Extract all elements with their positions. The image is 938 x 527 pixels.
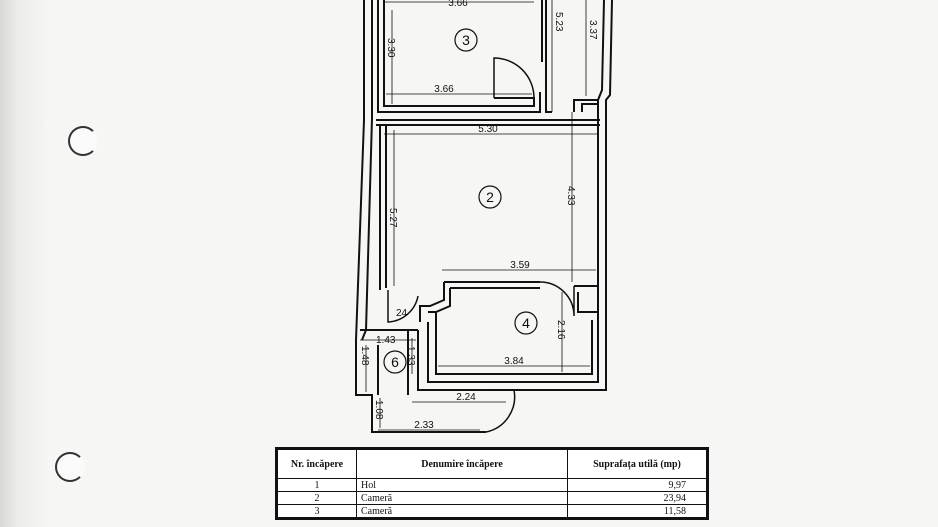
table-row: 1 Hol 9,97 <box>277 478 707 492</box>
dim-text: 24 <box>396 308 408 319</box>
header-nr: Nr. încăpere <box>277 449 357 479</box>
header-area: Suprafața utilă (mp) <box>567 449 707 479</box>
table-row: 3 Cameră 11,58 <box>277 504 707 518</box>
cell-name: Cameră <box>356 491 568 505</box>
punch-hole <box>55 452 85 482</box>
dim-text: 3.30 <box>385 38 396 58</box>
room-number-4: 4 <box>522 315 530 331</box>
dim-text: 4.33 <box>565 186 576 206</box>
dim-text: 2.33 <box>414 420 434 431</box>
dim-text: 1.43 <box>376 335 396 346</box>
dim-text: 5.30 <box>478 124 498 135</box>
door-room-4 <box>539 281 575 317</box>
table-row: 2 Cameră 23,94 <box>277 491 707 505</box>
dim-text: 3.66 <box>448 0 468 9</box>
room-number-3: 3 <box>462 32 470 48</box>
room-3-walls <box>377 0 552 113</box>
room-number-6: 6 <box>391 354 399 370</box>
dim-text: 2.24 <box>456 392 476 403</box>
dim-text: 1.48 <box>359 346 370 366</box>
cell-name: Hol <box>356 478 568 492</box>
dim-text: 2.16 <box>555 320 566 340</box>
page-edge-shadow <box>0 0 45 527</box>
header-name: Denumire încăpere <box>356 449 568 479</box>
dim-text: 5.23 <box>553 12 564 32</box>
dim-text: 3.37 <box>587 20 598 40</box>
cell-area: 11,58 <box>567 504 707 518</box>
dim-text: 3.59 <box>510 260 530 271</box>
cell-area: 9,97 <box>567 478 707 492</box>
door-room-3 <box>493 57 535 99</box>
cell-nr: 3 <box>277 504 357 518</box>
outer-wall-left <box>355 0 486 433</box>
table-header-row: Nr. încăpere Denumire încăpere Suprafața… <box>277 449 707 479</box>
door-room-2 <box>387 290 419 323</box>
room-area-table: Nr. încăpere Denumire încăpere Suprafața… <box>275 447 709 520</box>
dim-text: 1.33 <box>405 346 416 366</box>
cell-nr: 1 <box>277 478 357 492</box>
room-number-2: 2 <box>486 189 494 205</box>
door-entrance <box>485 389 516 433</box>
punch-hole <box>68 126 98 156</box>
dim-text: 5.27 <box>387 208 398 228</box>
cell-nr: 2 <box>277 491 357 505</box>
dim-text: 3.84 <box>504 356 524 367</box>
dim-text: 3.66 <box>434 84 454 95</box>
cell-name: Cameră <box>356 504 568 518</box>
dim-text: 1.08 <box>373 400 384 420</box>
cell-area: 23,94 <box>567 491 707 505</box>
outer-wall-right <box>417 0 613 391</box>
